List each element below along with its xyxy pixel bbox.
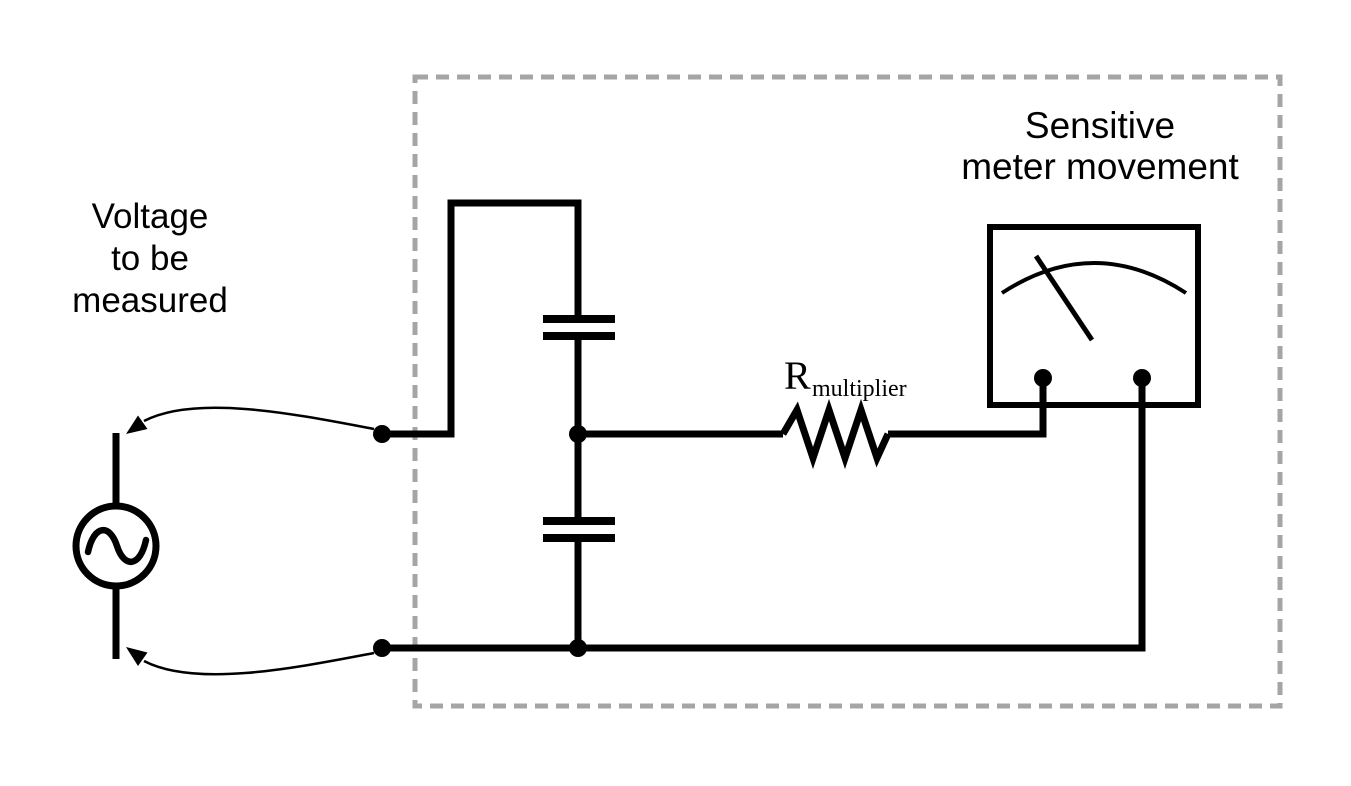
sensitive-meter-movement <box>987 224 1201 408</box>
pointer-arrow-top-curve <box>143 406 375 431</box>
pointer-arrow-top <box>126 406 375 434</box>
meter-label-line2: meter movement <box>961 146 1239 187</box>
meter-terminal-left-dot <box>1034 369 1052 387</box>
wire-top-input-to-capacitor1 <box>382 199 582 438</box>
voltage-label-line1: Voltage <box>92 197 209 236</box>
capacitive-divider-capacitor-2 <box>543 517 615 542</box>
input-terminal-bottom-dot <box>373 639 391 657</box>
sine-wave-icon <box>84 527 150 565</box>
bottom-rail-junction-dot <box>569 639 587 657</box>
pointer-arrow-bottom <box>126 647 375 676</box>
input-terminal-top-dot <box>373 425 391 443</box>
resistor-label: R multiplier <box>784 353 907 402</box>
meter-label-line1: Sensitive <box>1025 105 1175 146</box>
meter-needle-icon <box>1033 254 1095 342</box>
divider-tap-junction-dot <box>569 425 587 443</box>
voltage-label-line2: to be <box>111 239 189 278</box>
meter-terminal-right-dot <box>1133 369 1151 387</box>
resistor-label-subscript: multiplier <box>812 376 907 402</box>
instrument-enclosure-dashed-box <box>412 74 1283 709</box>
voltage-label-line3: measured <box>72 281 228 320</box>
wire-bottom-rail <box>382 375 1146 652</box>
meter-scale-arc-icon <box>1000 261 1188 295</box>
pointer-arrow-bottom-curve <box>143 651 375 676</box>
resistor-label-main: R <box>784 353 811 398</box>
pointer-arrowhead-top-icon <box>126 415 148 434</box>
capacitive-divider-capacitor-1 <box>543 315 615 340</box>
connection-dots <box>373 369 1151 657</box>
ac-voltage-source <box>72 433 160 659</box>
meter-body <box>987 224 1201 408</box>
voltage-source-label: Voltage to be measured <box>72 197 228 320</box>
wire-resistor-to-meter <box>888 375 1047 438</box>
pointer-arrowhead-bottom-icon <box>126 647 148 666</box>
multiplier-resistor <box>779 398 892 470</box>
meter-movement-label: Sensitive meter movement <box>961 105 1239 187</box>
